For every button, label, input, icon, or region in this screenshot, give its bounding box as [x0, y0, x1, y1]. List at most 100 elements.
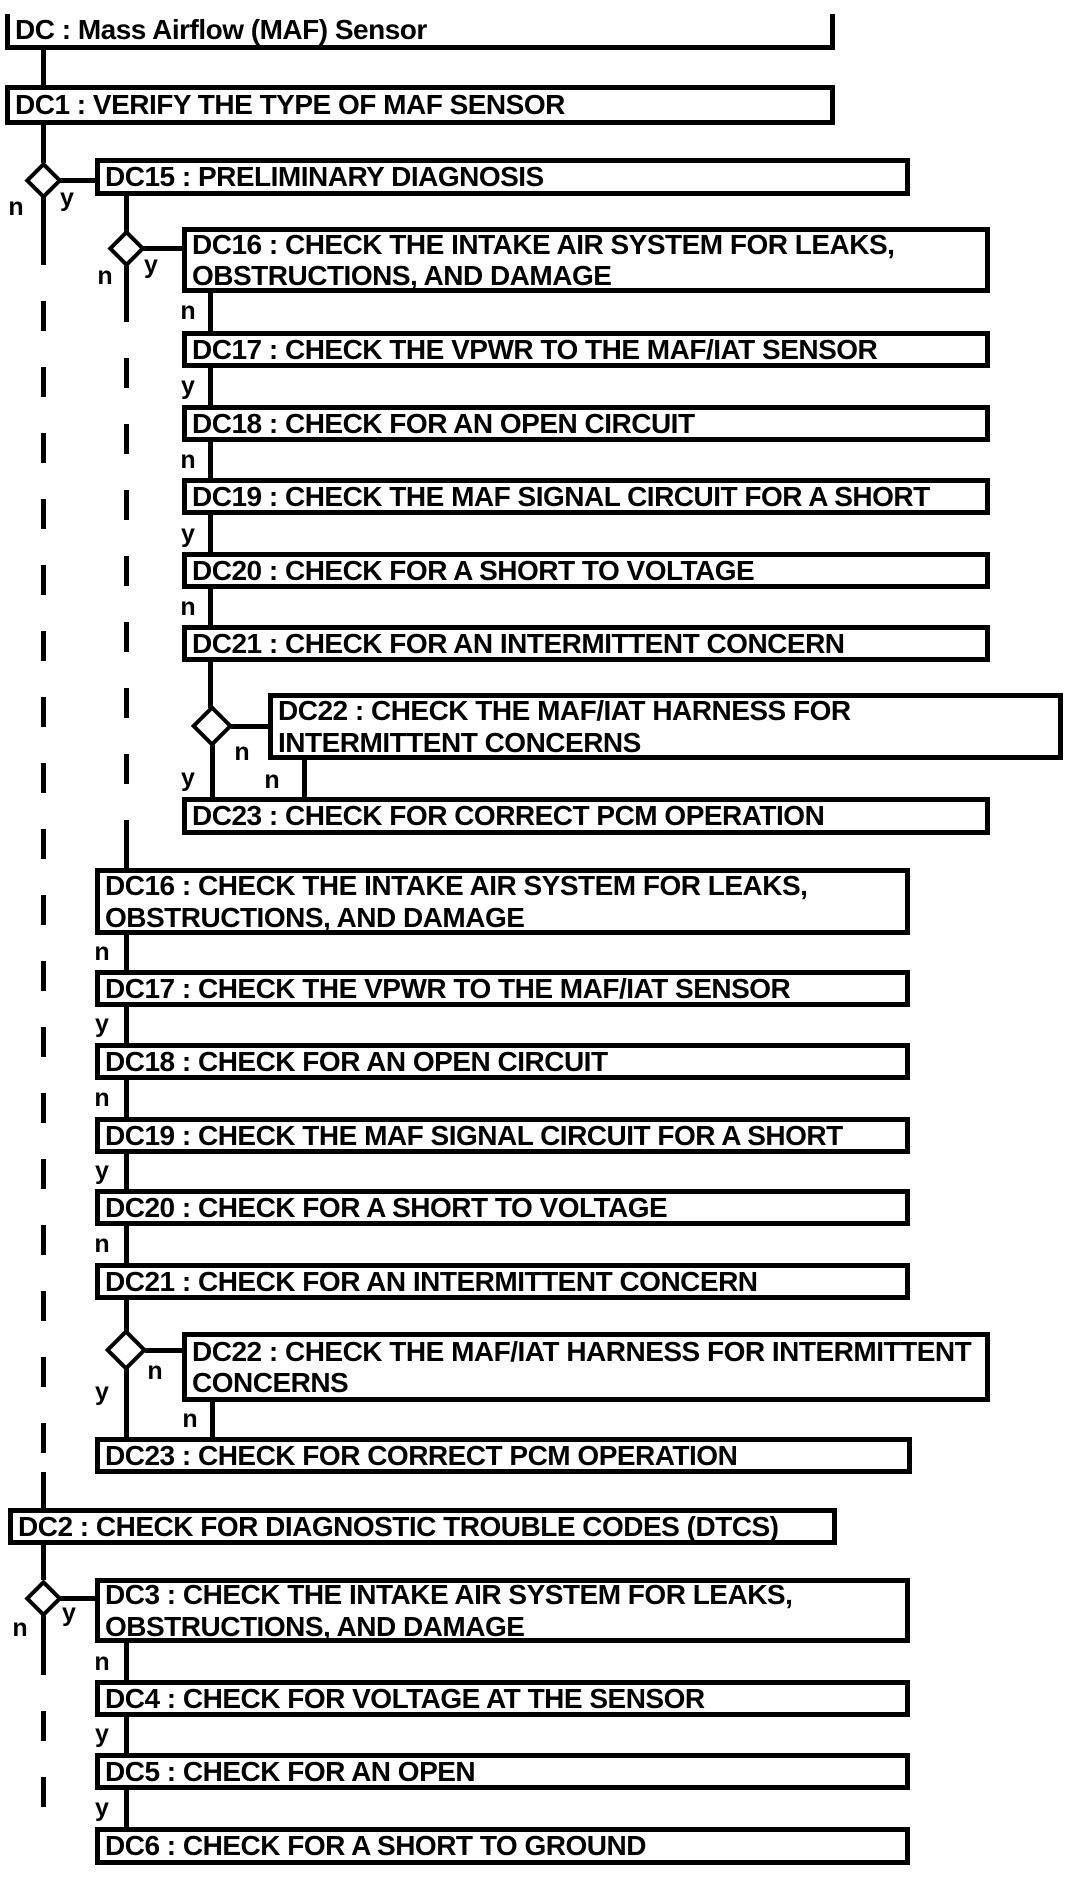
edge-dc1-to-decision1: [41, 125, 46, 163]
dc5-yes-label: y: [95, 1794, 109, 1822]
edge-dc16a-dc17a: [208, 293, 213, 331]
edge-dc22b-no-down: [210, 1402, 215, 1437]
node-dc20-label: DC20 : CHECK FOR A SHORT TO VOLTAGE: [192, 554, 755, 586]
dc22a-no-label: n: [264, 766, 280, 794]
dc16b-no-label: n: [94, 938, 110, 966]
edge-dc17a-dc18a: [208, 368, 213, 405]
node-dc21-second[interactable]: DC21 : CHECK FOR AN INTERMITTENT CONCERN: [95, 1263, 910, 1300]
node-dc21-label: DC21 : CHECK FOR AN INTERMITTENT CONCERN: [105, 1265, 758, 1297]
dc19b-yes-label: y: [95, 1157, 109, 1185]
edge-dc21a-decision3: [208, 662, 213, 708]
dc18b-no-label: n: [94, 1084, 110, 1112]
node-dc2[interactable]: DC2 : CHECK FOR DIAGNOSTIC TROUBLE CODES…: [8, 1508, 837, 1545]
edge-into-dc2: [41, 1472, 46, 1508]
node-dc23-first[interactable]: DC23 : CHECK FOR CORRECT PCM OPERATION: [182, 797, 990, 835]
edge-dc18a-dc19a: [208, 442, 213, 478]
node-dc21-label: DC21 : CHECK FOR AN INTERMITTENT CONCERN: [192, 627, 845, 659]
edge-dc16b-dc17b: [124, 935, 129, 970]
edge-decision5-yes: [60, 1596, 95, 1601]
edge-decision2-no-start: [124, 264, 129, 292]
decision5-yes-label: y: [62, 1599, 76, 1627]
node-dc23-label: DC23 : CHECK FOR CORRECT PCM OPERATION: [105, 1439, 738, 1471]
node-dc5[interactable]: DC5 : CHECK FOR AN OPEN: [95, 1753, 910, 1790]
node-dc21-first[interactable]: DC21 : CHECK FOR AN INTERMITTENT CONCERN: [182, 625, 990, 662]
node-dc3-line2: OBSTRUCTIONS, AND DAMAGE: [105, 1610, 525, 1642]
node-dc18-second[interactable]: DC18 : CHECK FOR AN OPEN CIRCUIT: [95, 1043, 910, 1080]
node-dc18-first[interactable]: DC18 : CHECK FOR AN OPEN CIRCUIT: [182, 405, 990, 442]
edge-decision1-no-dashed: [41, 235, 46, 1472]
decision2-yes-label: y: [144, 251, 158, 279]
node-dc22-line2: INTERMITTENT CONCERNS: [278, 726, 641, 758]
node-dc20-second[interactable]: DC20 : CHECK FOR A SHORT TO VOLTAGE: [95, 1189, 910, 1226]
node-dc19-second[interactable]: DC19 : CHECK THE MAF SIGNAL CIRCUIT FOR …: [95, 1117, 910, 1154]
node-dc3-line1: DC3 : CHECK THE INTAKE AIR SYSTEM FOR LE…: [105, 1579, 793, 1611]
node-dc1-label: DC1 : VERIFY THE TYPE OF MAF SENSOR: [15, 89, 565, 121]
node-dc22-first[interactable]: DC22 : CHECK THE MAF/IAT HARNESS FOR INT…: [268, 693, 1063, 760]
edge-decision2-yes: [143, 246, 182, 251]
decision3-diamond: [190, 704, 234, 748]
decision1-no-label: n: [8, 193, 24, 221]
node-dc1[interactable]: DC1 : VERIFY THE TYPE OF MAF SENSOR: [5, 85, 835, 125]
edge-dc18b-dc19b: [124, 1080, 129, 1117]
edge-dc19b-dc20b: [124, 1154, 129, 1189]
edge-dc20a-dc21a: [208, 589, 213, 625]
node-dc16-line1: DC16 : CHECK THE INTAKE AIR SYSTEM FOR L…: [192, 228, 895, 260]
node-dc20-label: DC20 : CHECK FOR A SHORT TO VOLTAGE: [105, 1191, 668, 1223]
node-dc[interactable]: DC : Mass Airflow (MAF) Sensor: [5, 14, 835, 50]
edge-decision3-no: [231, 724, 268, 729]
node-dc15-label: DC15 : PRELIMINARY DIAGNOSIS: [105, 161, 544, 193]
dc18a-no-label: n: [180, 446, 196, 474]
node-dc18-label: DC18 : CHECK FOR AN OPEN CIRCUIT: [192, 407, 695, 439]
node-dc23-label: DC23 : CHECK FOR CORRECT PCM OPERATION: [192, 800, 825, 832]
node-dc16-second[interactable]: DC16 : CHECK THE INTAKE AIR SYSTEM FOR L…: [95, 868, 910, 935]
node-dc17-first[interactable]: DC17 : CHECK THE VPWR TO THE MAF/IAT SEN…: [182, 331, 990, 368]
node-dc17-label: DC17 : CHECK THE VPWR TO THE MAF/IAT SEN…: [192, 333, 878, 365]
node-dc6-label: DC6 : CHECK FOR A SHORT TO GROUND: [105, 1830, 646, 1862]
decision3-yes-label: y: [181, 764, 195, 792]
edge-dc3-dc4: [124, 1643, 129, 1680]
node-dc16-first[interactable]: DC16 : CHECK THE INTAKE AIR SYSTEM FOR L…: [182, 227, 990, 293]
node-dc17-second[interactable]: DC17 : CHECK THE VPWR TO THE MAF/IAT SEN…: [95, 970, 910, 1007]
node-dc18-label: DC18 : CHECK FOR AN OPEN CIRCUIT: [105, 1045, 608, 1077]
decision1-yes-label: y: [60, 184, 74, 212]
edge-dc5-dc6: [124, 1790, 129, 1827]
edge-decision1-yes: [60, 178, 95, 183]
node-dc15[interactable]: DC15 : PRELIMINARY DIAGNOSIS: [95, 158, 910, 196]
dc19a-yes-label: y: [181, 520, 195, 548]
node-dc19-first[interactable]: DC19 : CHECK THE MAF SIGNAL CIRCUIT FOR …: [182, 478, 990, 515]
edge-dc17b-dc18b: [124, 1007, 129, 1043]
node-dc6[interactable]: DC6 : CHECK FOR A SHORT TO GROUND: [95, 1827, 910, 1865]
decision3-no-label: n: [234, 738, 250, 766]
node-dc16-line2: OBSTRUCTIONS, AND DAMAGE: [192, 260, 612, 291]
edge-decision2-no-dashed: [124, 292, 129, 826]
edge-dc4-dc5: [124, 1717, 129, 1753]
dc4-yes-label: y: [95, 1720, 109, 1748]
edge-decision1-no-start: [41, 196, 46, 235]
node-dc23-second[interactable]: DC23 : CHECK FOR CORRECT PCM OPERATION: [95, 1437, 912, 1474]
node-dc4-label: DC4 : CHECK FOR VOLTAGE AT THE SENSOR: [105, 1682, 705, 1714]
decision4-diamond: [104, 1328, 148, 1372]
edge-dc-to-dc1: [41, 50, 46, 85]
node-dc20-first[interactable]: DC20 : CHECK FOR A SHORT TO VOLTAGE: [182, 552, 990, 589]
decision4-no-label: n: [147, 1357, 163, 1385]
node-dc3[interactable]: DC3 : CHECK THE INTAKE AIR SYSTEM FOR LE…: [95, 1578, 910, 1643]
edge-dc19a-dc20a: [208, 515, 213, 552]
node-dc22-second[interactable]: DC22 : CHECK THE MAF/IAT HARNESS FOR INT…: [182, 1332, 990, 1402]
node-dc22-line2: CONCERNS: [192, 1367, 349, 1398]
dc16a-no-label: n: [180, 297, 196, 325]
edge-dc20b-dc21b: [124, 1226, 129, 1263]
edge-decision3-yes-down: [210, 744, 215, 797]
edge-dc21b-decision4: [124, 1300, 129, 1332]
node-dc17-label: DC17 : CHECK THE VPWR TO THE MAF/IAT SEN…: [105, 972, 791, 1004]
node-dc22-line1: DC22 : CHECK THE MAF/IAT HARNESS FOR INT…: [192, 1335, 972, 1367]
node-dc16-line1: DC16 : CHECK THE INTAKE AIR SYSTEM FOR L…: [105, 870, 808, 902]
decision2-no-label: n: [97, 262, 113, 290]
node-dc4[interactable]: DC4 : CHECK FOR VOLTAGE AT THE SENSOR: [95, 1680, 910, 1717]
dc20a-no-label: n: [180, 593, 196, 621]
edge-into-dc16-second: [124, 826, 129, 868]
decision5-no-label: n: [12, 1614, 28, 1642]
dc20b-no-label: n: [94, 1230, 110, 1258]
edge-dc15-to-decision2: [124, 196, 129, 232]
edge-decision5-no-dashed: [41, 1645, 46, 1827]
